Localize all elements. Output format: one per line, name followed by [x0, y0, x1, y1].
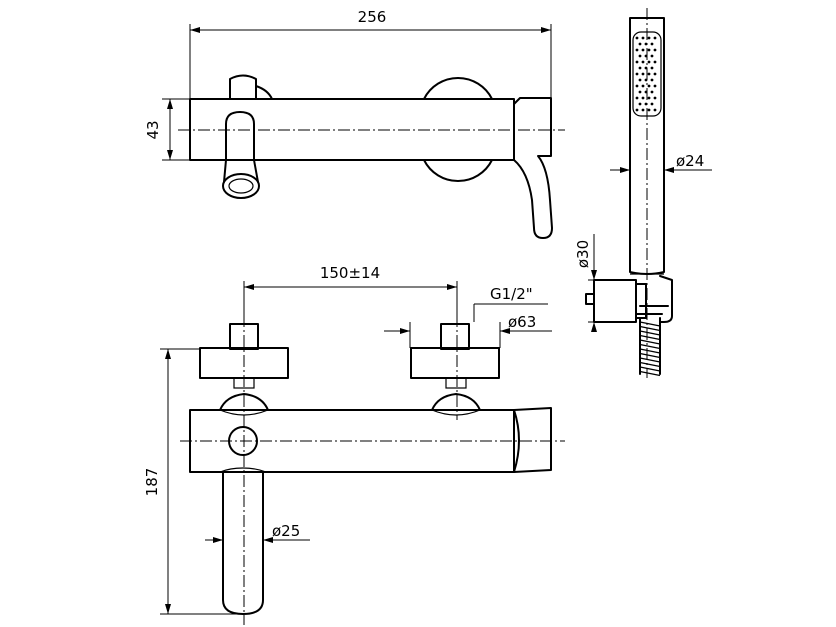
nozzle-dot [638, 54, 642, 58]
nozzle-dot [653, 48, 657, 52]
nozzle-dot [641, 36, 645, 40]
dim-thread: G1/2" [490, 285, 533, 303]
dim-holder-diameter: ø30 [574, 240, 592, 268]
hose-coil [639, 330, 661, 336]
nozzle-dot [647, 48, 651, 52]
hose-coil [639, 325, 661, 332]
nozzle-dot [641, 48, 645, 52]
nozzle-dot [650, 78, 654, 82]
nozzle-dot [653, 84, 657, 88]
dim-front-height: 187 [143, 468, 161, 497]
nozzle-dot [653, 36, 657, 40]
top-view: 256 43 [144, 8, 565, 239]
nozzle-dot [641, 96, 645, 100]
dim-top-width: 256 [358, 8, 387, 26]
nozzle-dot [650, 42, 654, 46]
hose-coil [639, 334, 661, 341]
nozzle-dot [635, 96, 639, 100]
nozzle-dot [650, 102, 654, 106]
nozzle-dot [653, 108, 657, 112]
nozzle-dot [638, 66, 642, 70]
hose-coil [639, 370, 661, 377]
dim-handshower-diameter: ø24 [676, 152, 704, 170]
nozzle-dot [641, 108, 645, 112]
hand-shower-view: ø24 ø30 [574, 8, 712, 378]
nozzle-dot [647, 108, 651, 112]
nozzle-dot [641, 84, 645, 88]
nozzle-dot [638, 90, 642, 94]
nozzle-dot [647, 84, 651, 88]
nozzle-dot [635, 108, 639, 112]
nozzle-pattern [635, 36, 657, 112]
nozzle-dot [638, 42, 642, 46]
nozzle-dot [647, 60, 651, 64]
dim-flange-diameter: ø63 [508, 313, 536, 331]
nozzle-dot [650, 54, 654, 58]
dim-spout-diameter: ø25 [272, 522, 300, 540]
nozzle-dot [638, 78, 642, 82]
nozzle-dot [635, 36, 639, 40]
hose-coil [639, 321, 661, 327]
hose-coil [639, 361, 661, 368]
hose-coil [639, 343, 661, 350]
nozzle-dot [641, 72, 645, 76]
nozzle-dot [647, 36, 651, 40]
hose-coil [639, 357, 661, 363]
nozzle-dot [650, 66, 654, 70]
nozzle-dot [653, 72, 657, 76]
hose-coil [639, 339, 661, 345]
nozzle-dot [647, 72, 651, 76]
nozzle-dot [635, 60, 639, 64]
nozzle-dot [653, 60, 657, 64]
nozzle-dot [635, 48, 639, 52]
nozzle-dot [650, 90, 654, 94]
nozzle-dot [647, 96, 651, 100]
nozzle-dot [635, 84, 639, 88]
nozzle-dot [653, 96, 657, 100]
hose-coils [639, 321, 661, 377]
hose-coil [639, 352, 661, 359]
dim-top-height: 43 [144, 120, 162, 139]
nozzle-dot [638, 102, 642, 106]
dim-inlet-spacing: 150±14 [320, 264, 380, 282]
hose-coil [639, 366, 661, 372]
hose-coil [639, 348, 661, 354]
front-view: 150±14 G1/2" ø63 [143, 264, 565, 625]
nozzle-dot [635, 72, 639, 76]
nozzle-dot [641, 60, 645, 64]
